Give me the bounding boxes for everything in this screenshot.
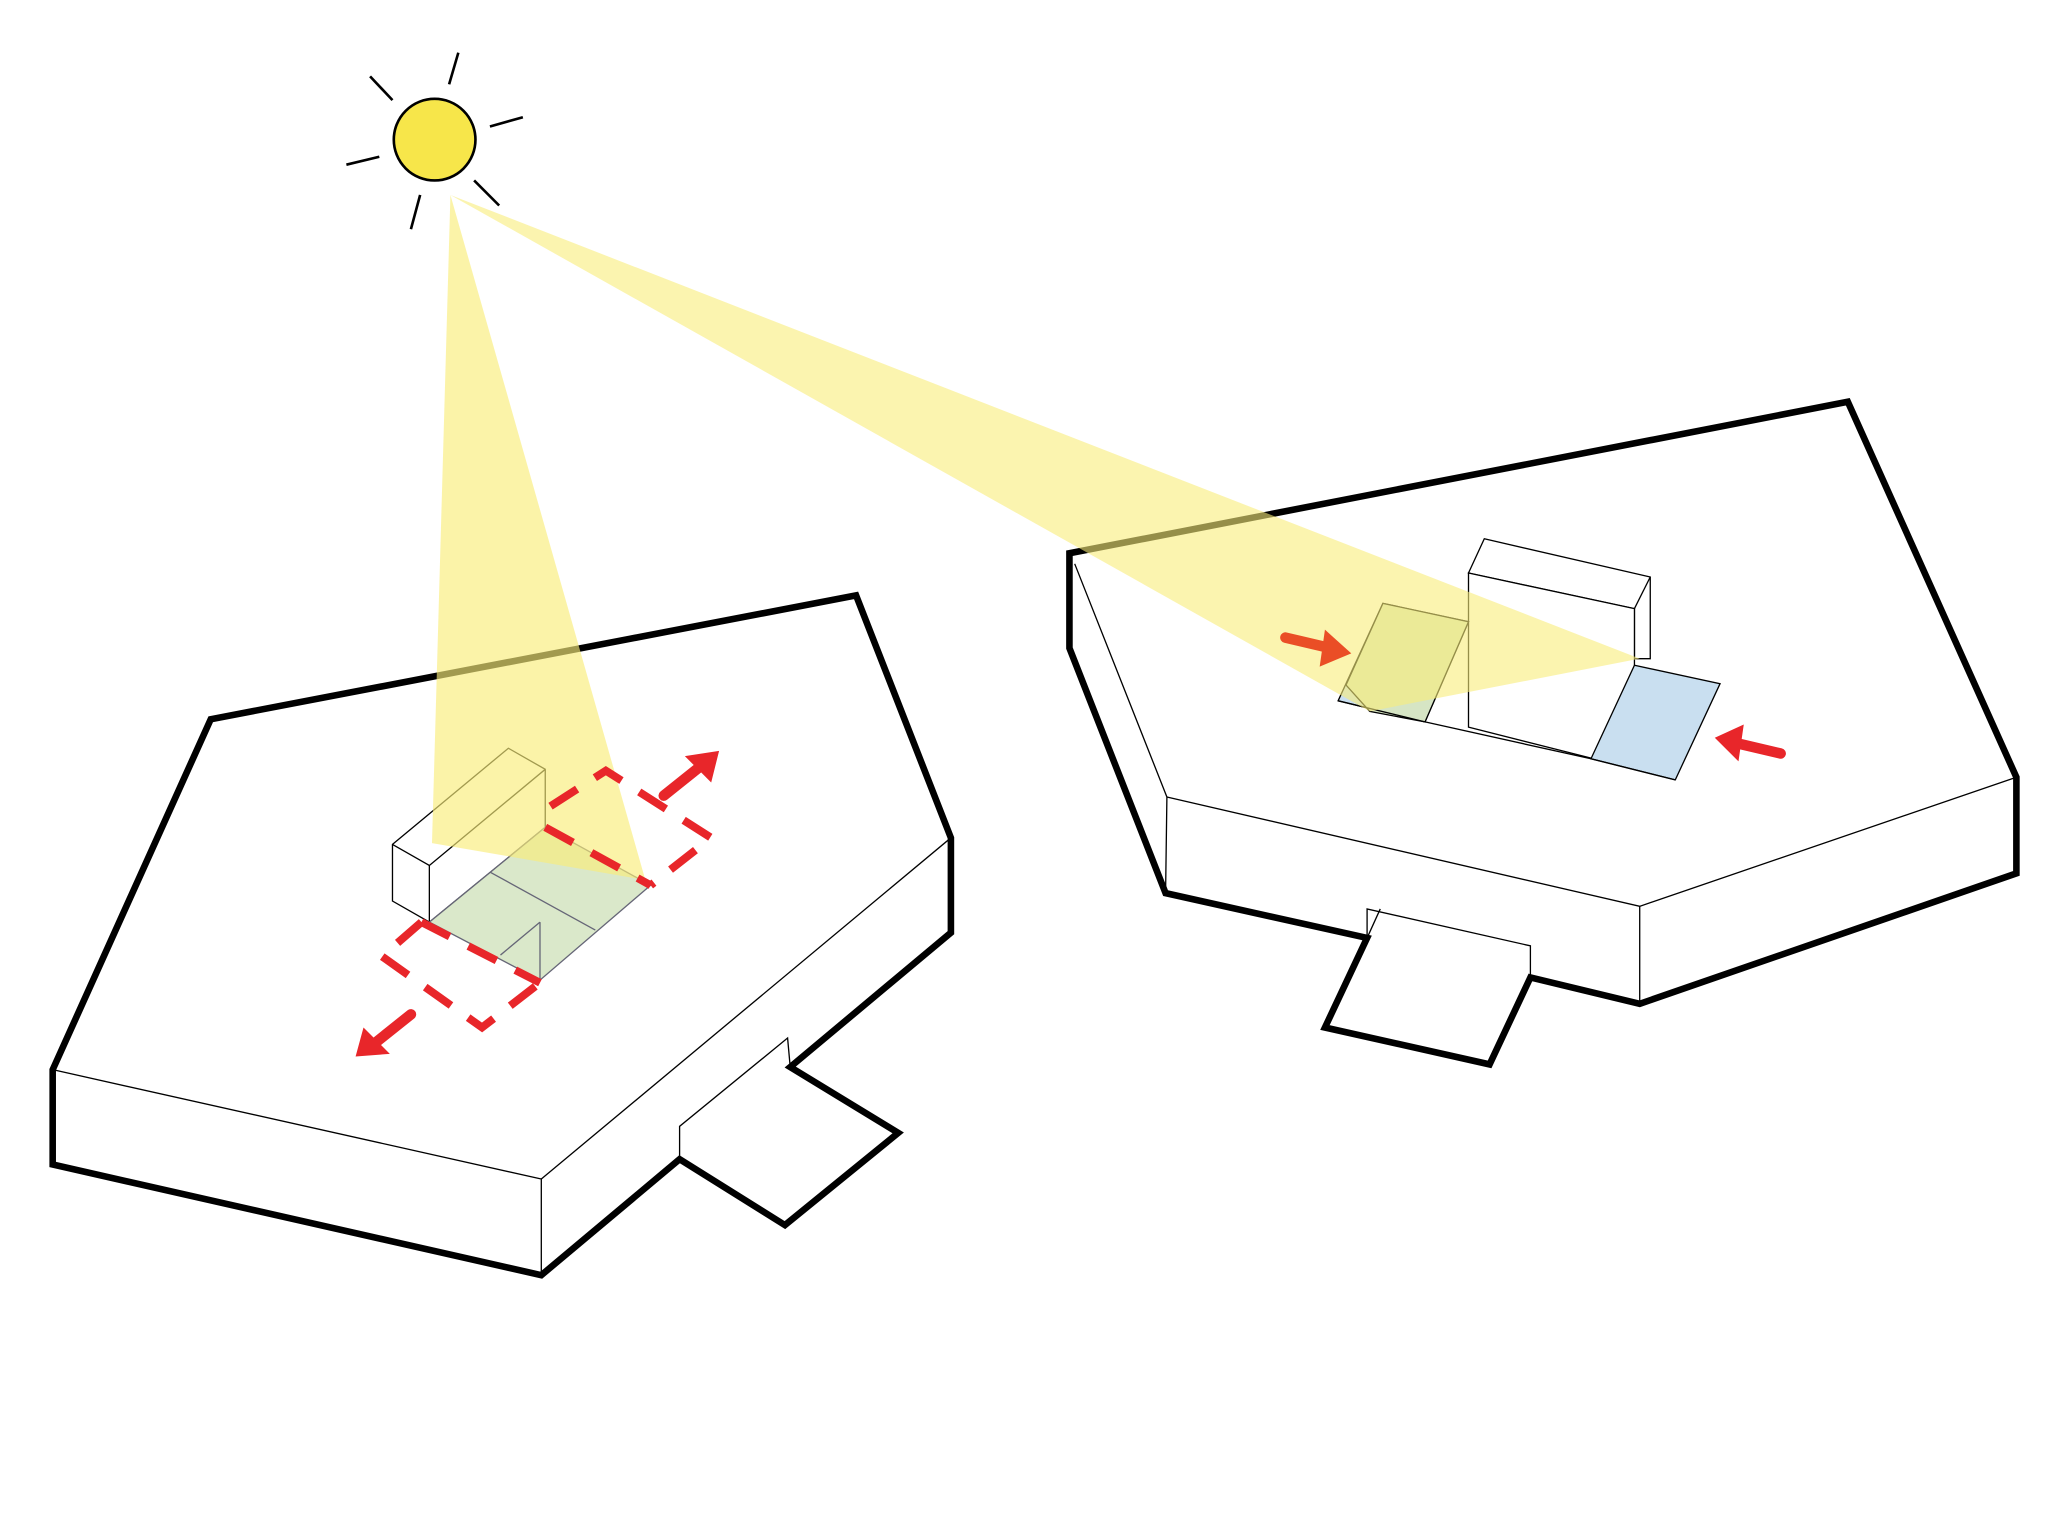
arrow-inward-right-icon	[1714, 724, 1786, 762]
arrow-outward-down-icon	[355, 1009, 417, 1057]
arrows	[355, 629, 1786, 1057]
light-beam-left	[431, 194, 646, 880]
sunlight-beams	[431, 194, 1640, 880]
sun-icon	[346, 52, 524, 230]
arrow-outward-up-icon	[658, 750, 720, 801]
arrow-inward-left-icon	[1280, 629, 1352, 667]
expansion-dashed-outline	[375, 765, 719, 1033]
light-beam-right	[450, 194, 1640, 712]
